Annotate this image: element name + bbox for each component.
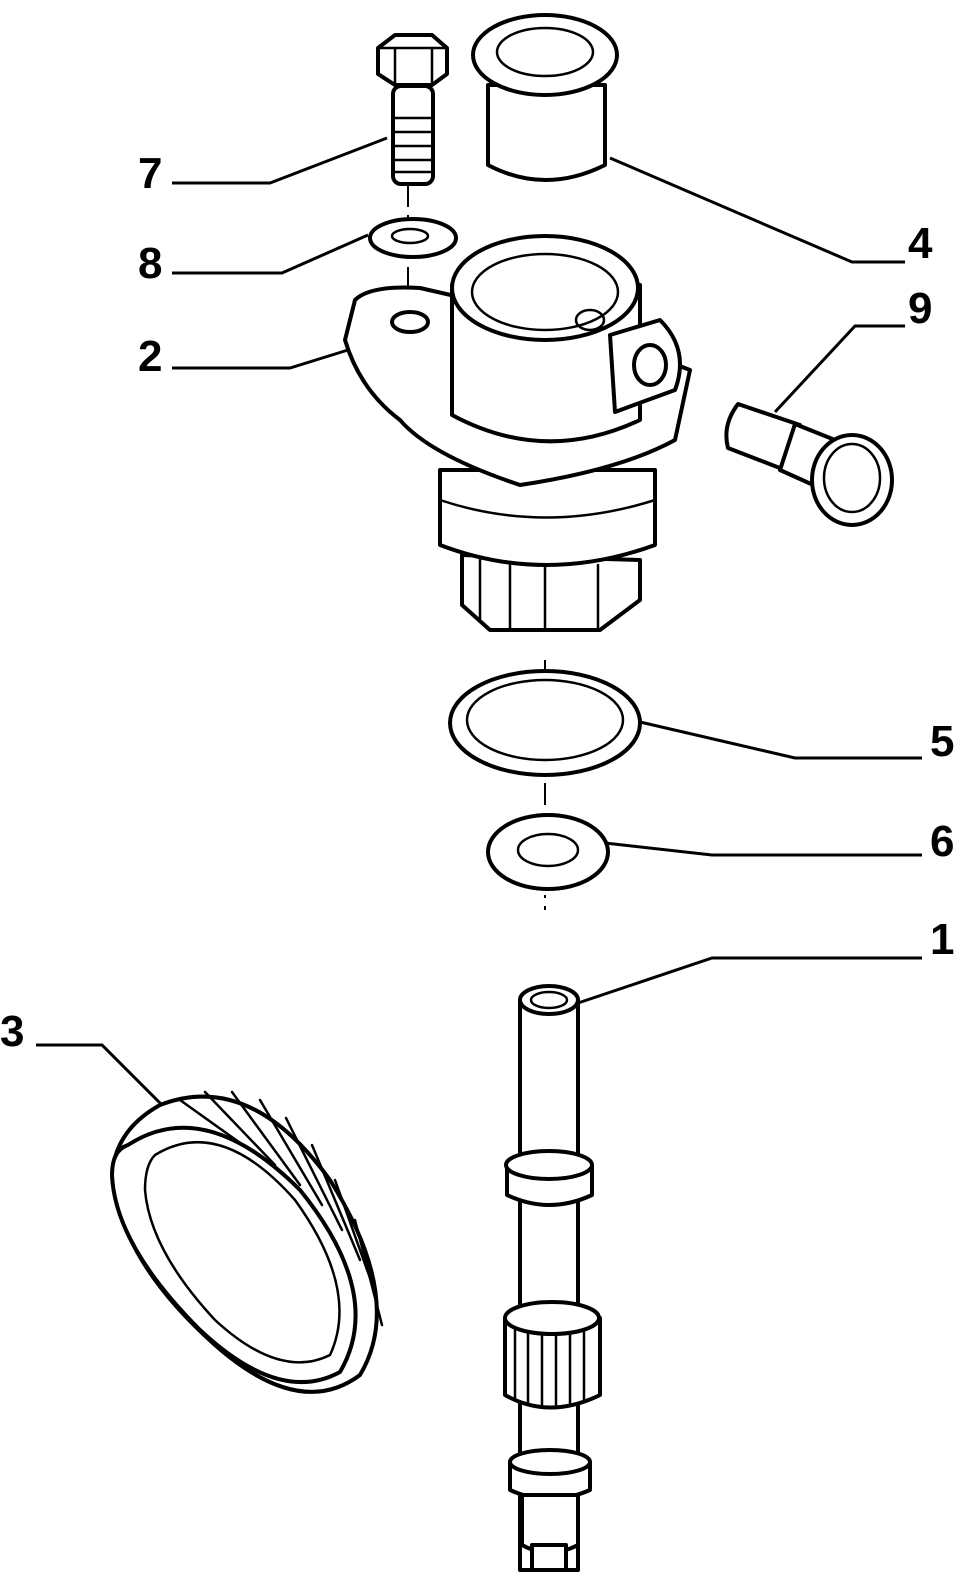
callout-9: 9 (908, 284, 933, 333)
part-5-o-ring (448, 669, 642, 777)
callout-7: 7 (138, 149, 163, 198)
part-2-housing (343, 234, 692, 632)
part-8-washer (368, 217, 458, 259)
part-3-helical-gear (110, 1090, 384, 1394)
part-4-cap (471, 13, 619, 182)
part-9-screw (724, 402, 894, 527)
part-7-bolt (376, 33, 449, 186)
callout-4: 4 (908, 219, 933, 268)
callout-1: 1 (930, 915, 955, 964)
callout-5: 5 (930, 717, 955, 766)
callout-8: 8 (138, 239, 163, 288)
part-1-shaft (503, 984, 602, 1572)
callout-3: 3 (0, 1007, 25, 1056)
leader-lines (36, 136, 922, 1107)
callout-2: 2 (138, 332, 163, 381)
part-6-washer (486, 813, 610, 891)
callout-6: 6 (930, 817, 955, 866)
